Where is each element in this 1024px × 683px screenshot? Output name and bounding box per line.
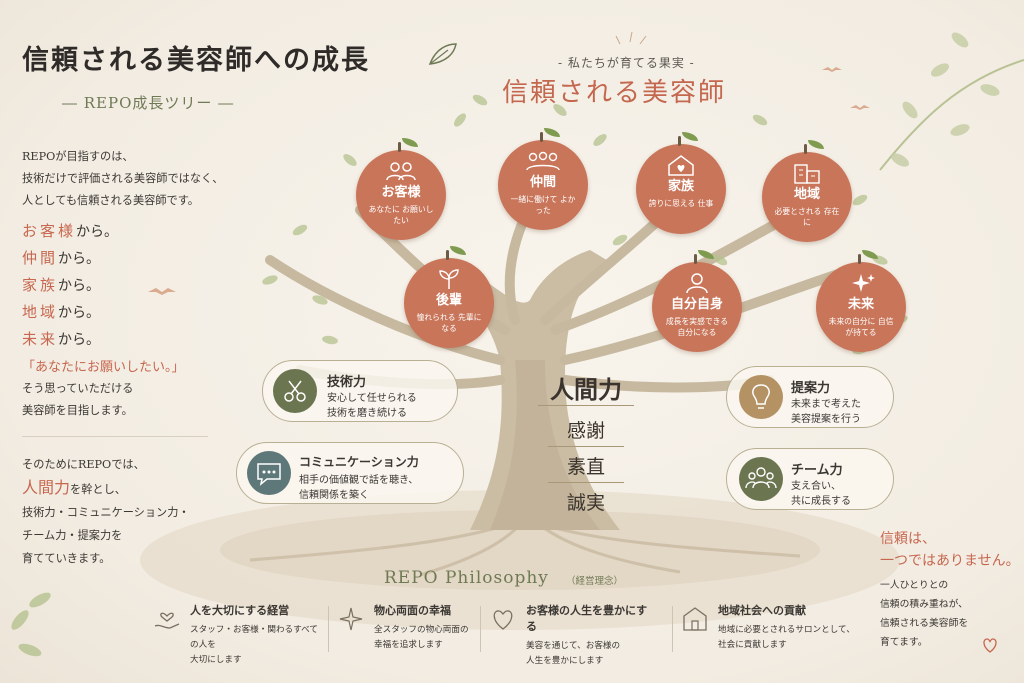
leaf-icon [428,43,457,65]
shop-icon [683,607,707,631]
philosophy-item: お客様の人生を豊かにする 美容を通じて、お客様の 人生を豊かにします [486,602,656,669]
trust-note-heading: 信頼は、 一つではありません。 [880,531,1020,569]
fruits-title: 信頼される美容師 [502,78,727,108]
fruit-customers: お客様 あなたに お願いしたい [356,138,446,240]
intro-line: REPOが目指すのは、 [22,150,134,163]
divider [328,606,329,652]
people-icon [386,162,416,181]
trunk-main: 人間力 [550,375,622,404]
source-item: 地域から。 [22,303,101,321]
chat-icon [247,451,291,495]
intro-line: 技術だけで評価される美容師ではなく、 [22,172,224,185]
page-subtitle: ― REPO成長ツリー ― [62,94,235,112]
trunk-divider [548,446,624,447]
approach-text: そのためにREPOでは、 人間力を幹とし、 技術力・コミュニケーション力・ チー… [22,458,190,565]
skill-teamwork: チーム力 支え合い、 共に成長する [726,448,894,510]
source-list: お客様から。 仲間から。 家族から。 地域から。 未来から。 [22,218,118,353]
fruits-kicker: - 私たちが育てる果実 - [558,56,695,70]
source-item: 仲間から。 [22,249,101,267]
fruit-self: 自分自身 成長を実感できる 自分になる [652,250,742,352]
source-item: 未来から。 [22,330,101,348]
fruit-colleagues: 仲間 一緒に働けて よかった [498,128,588,230]
page-title: 信頼される美容師への成長 [22,45,370,76]
intro-text: REPOが目指すのは、 技術だけで評価される美容師ではなく、 人としても信頼され… [22,146,262,212]
house-heart-icon [668,155,694,176]
scissors-icon [273,369,317,413]
trunk-divider [538,405,634,406]
sprout-icon [439,269,459,289]
divider [672,606,673,652]
lightbulb-icon [739,375,783,419]
quote-text: 「あなたにお願いしたい。」 [22,360,185,375]
building-icon [794,164,820,184]
fruit-family: 家族 誇りに思える 仕事 [636,132,726,234]
divider [22,436,208,437]
trunk-divider [548,482,624,483]
skill-communication: コミュニケーション力 相手の価値観で話を聴き、 信頼関係を築く [236,442,464,504]
hand-heart-icon [154,612,180,629]
philosophy-item: 物心両面の幸福 全スタッフの物心両面の 幸福を追求します [334,602,504,653]
philosophy-item: 地域社会への貢献 地域に必要とされるサロンとして、 社会に貢献します [678,602,868,653]
fruit-community: 地域 必要とされる 存在に [762,140,852,242]
quote-followup: そう思っていただける 美容師を目指します。 [22,382,134,417]
fruit-juniors: 後輩 憧れられる 先輩になる [404,246,494,348]
philosophy-item: 人を大切にする経営 スタッフ・お客様・関わるすべての人を 大切にします [150,602,320,668]
sparkle-icon [852,274,875,292]
philosophy-title: REPO Philosophy [384,568,549,588]
trunk-value: 感謝 [566,420,605,442]
trunk-value: 素直 [566,456,605,478]
philosophy-subtitle: （経営理念） [566,576,624,587]
source-item: お客様から。 [22,222,119,240]
trunk-value: 誠実 [566,492,605,514]
intro-line: 人としても信頼される美容師です。 [22,194,199,207]
heart-icon [493,610,513,630]
person-icon [686,273,708,294]
fruit-future: 未来 未来の自分に 自信が持てる [816,250,906,352]
team-icon [526,151,560,171]
sparkle-icon [339,607,363,631]
skill-technique: 技術力 安心して任せられる 技術を磨き続ける [262,360,458,422]
divider [480,606,481,652]
skill-proposal: 提案力 未来まで考えた 美容提案を行う [726,366,894,428]
heart-icon [983,638,997,653]
source-item: 家族から。 [22,276,101,294]
group-icon [739,457,783,501]
trust-note-body: 一人ひとりとの 信頼の積み重ねが、 信頼される美容師を 育てます。 [880,580,969,648]
